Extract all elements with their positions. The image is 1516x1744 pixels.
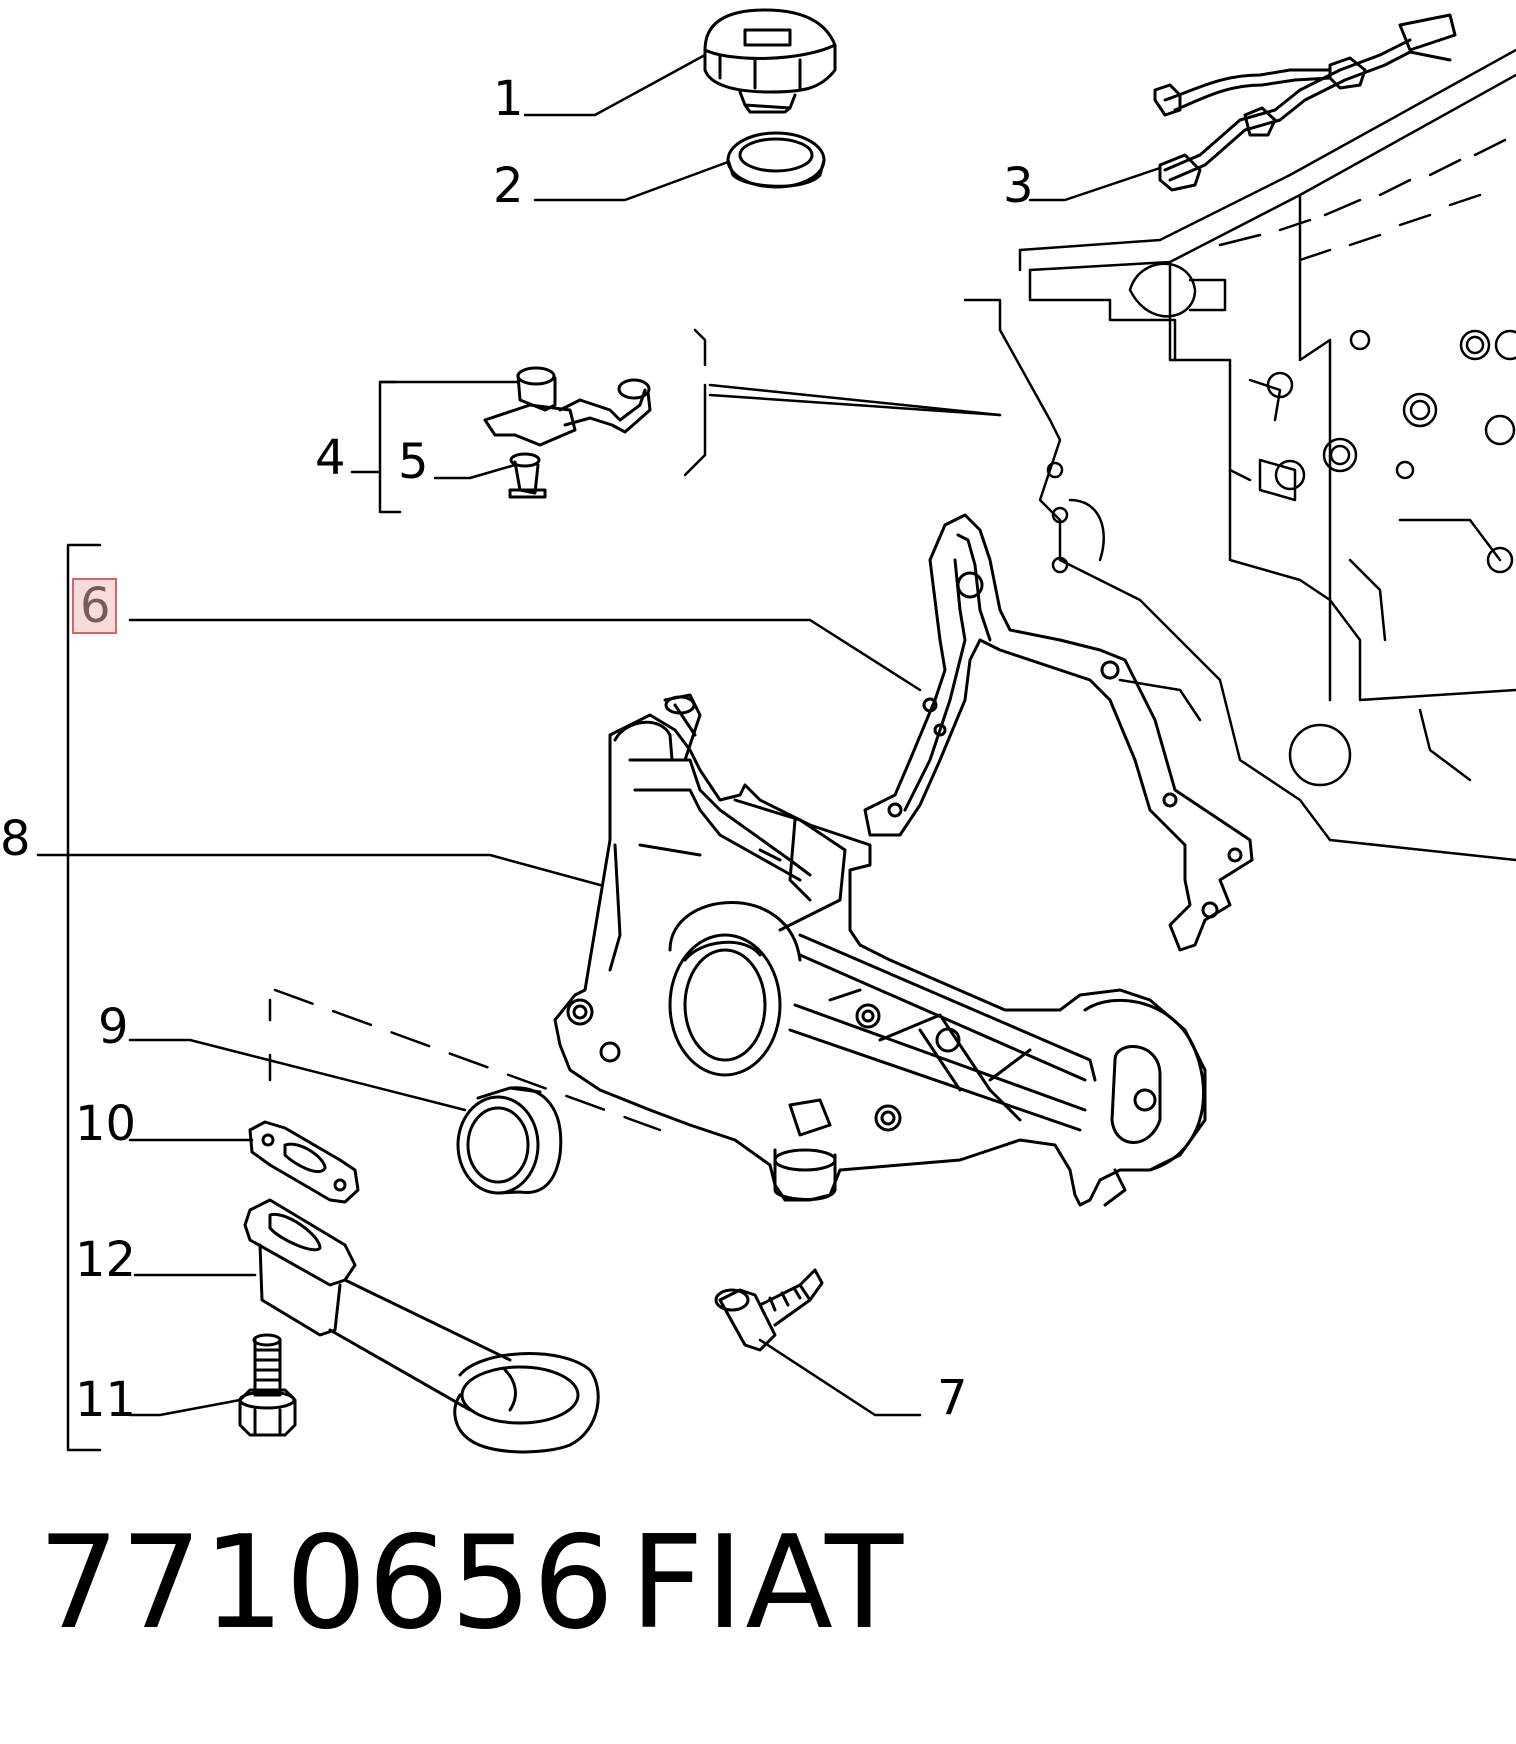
callout-7: 7 (937, 1370, 968, 1426)
callout-8: 8 (0, 811, 31, 867)
oil-pump-housing (553, 693, 1207, 1207)
housing-bolt (714, 1268, 824, 1352)
oil-pickup-strainer (243, 1198, 600, 1454)
strainer-bolt (238, 1333, 297, 1437)
callout-12: 12 (75, 1232, 137, 1288)
callout-6-highlighted: 6 (72, 578, 117, 634)
callout-3: 3 (1003, 158, 1034, 214)
crankshaft-seal (456, 1086, 563, 1195)
pickup-gasket (248, 1120, 360, 1204)
leader-11 (128, 1398, 242, 1417)
oil-filler-cap (703, 8, 837, 114)
reference-lines (268, 328, 1002, 1132)
part-number: 7710656 (38, 1509, 616, 1658)
callout-11: 11 (75, 1372, 137, 1428)
sensor-bracket (483, 366, 652, 447)
leader-1 (523, 53, 707, 117)
engine-block (963, 48, 1516, 862)
sensor-screw (508, 452, 547, 499)
callout-1: 1 (493, 71, 524, 127)
oil-pump-gasket (863, 513, 1254, 952)
leader-2 (533, 160, 730, 202)
leader-8 (36, 853, 602, 887)
sensor-wiring-harness (1153, 13, 1457, 192)
callout-2: 2 (493, 158, 524, 214)
leader-6 (128, 618, 922, 692)
callout-5: 5 (398, 434, 429, 490)
callout-9: 9 (98, 999, 129, 1055)
group-bracket (66, 543, 102, 1452)
leader-9 (128, 1038, 467, 1112)
seal-ring (726, 131, 826, 189)
leader-3 (1028, 166, 1162, 202)
leader-lines (36, 53, 1162, 1452)
brand-name: FIAT (630, 1509, 906, 1658)
callout-10: 10 (75, 1096, 137, 1152)
callout-4: 4 (315, 430, 346, 486)
leader-5 (433, 463, 517, 480)
leader-4-bracket (378, 380, 402, 514)
leader-7 (758, 1338, 922, 1417)
